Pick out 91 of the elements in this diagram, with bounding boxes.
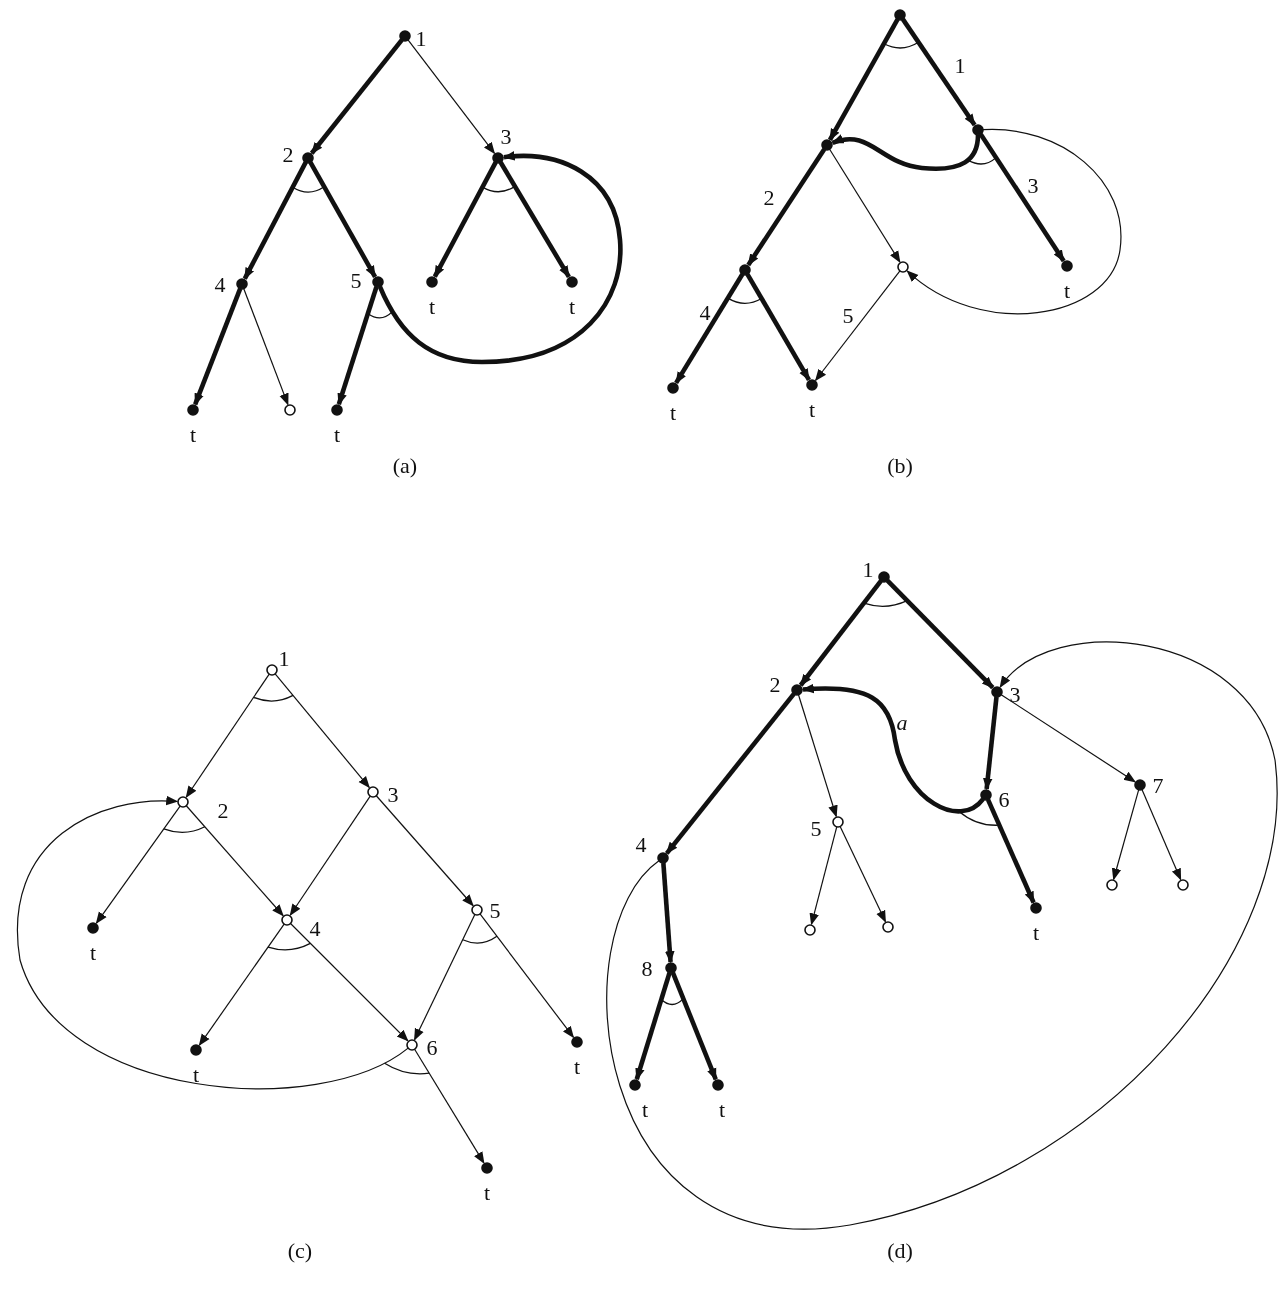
node-label: 2 xyxy=(282,141,294,167)
arrow xyxy=(308,161,378,278)
node-label: t xyxy=(1032,919,1040,945)
arrow xyxy=(274,673,370,789)
node-label: t xyxy=(89,939,97,965)
arrow xyxy=(900,17,977,127)
arrow xyxy=(377,151,623,365)
arrow xyxy=(809,826,838,926)
node-label: t xyxy=(189,421,197,447)
node-label: t xyxy=(1063,277,1071,303)
node-label: t xyxy=(428,293,436,319)
node-label: 5 xyxy=(350,267,362,293)
arrow xyxy=(1141,789,1182,881)
arrow xyxy=(309,38,404,155)
panel-caption: (b) xyxy=(887,452,913,478)
arrow xyxy=(798,579,883,687)
node-label: 7 xyxy=(1152,772,1164,798)
arrow xyxy=(839,825,886,923)
node-label: 4 xyxy=(699,299,711,325)
node-label: t xyxy=(333,421,341,447)
arrow xyxy=(193,287,243,406)
node-label: 6 xyxy=(426,1034,438,1060)
node-label: 3 xyxy=(387,781,399,807)
node-label: t xyxy=(669,399,677,425)
arrow xyxy=(983,696,999,791)
arrow xyxy=(906,129,1122,315)
arrow xyxy=(1000,694,1136,783)
edge-label: a xyxy=(896,709,908,735)
node-label: 2 xyxy=(763,184,775,210)
node-label: 1 xyxy=(278,645,290,671)
arrow xyxy=(885,578,995,690)
arrow xyxy=(674,273,745,385)
node-label: 1 xyxy=(862,556,874,582)
node-label: 3 xyxy=(500,123,512,149)
arrow xyxy=(746,147,827,267)
arrow xyxy=(670,971,718,1081)
node-label: t xyxy=(192,1061,200,1087)
arrow xyxy=(634,972,672,1081)
node-label: 8 xyxy=(641,955,653,981)
arrow xyxy=(336,286,379,406)
arrow xyxy=(375,795,474,907)
arrow xyxy=(498,161,571,279)
node-label: 2 xyxy=(217,797,229,823)
node-label: 2 xyxy=(769,671,781,697)
arrow xyxy=(407,39,496,155)
panel-caption: (d) xyxy=(887,1237,913,1263)
node-label: 3 xyxy=(1027,172,1039,198)
arrow xyxy=(978,132,1066,263)
node-label: 4 xyxy=(309,915,321,941)
node-label: 5 xyxy=(810,815,822,841)
node-label: t xyxy=(808,396,816,422)
arrow xyxy=(801,684,985,814)
arrow xyxy=(414,1048,485,1164)
arrow xyxy=(831,134,981,171)
node-label: 4 xyxy=(635,831,647,857)
arrow xyxy=(414,913,476,1041)
panel-caption: (a) xyxy=(392,452,418,478)
arrow xyxy=(745,273,811,381)
arrow xyxy=(814,270,901,382)
arrow xyxy=(185,805,284,917)
arrow xyxy=(1111,789,1140,881)
arrow xyxy=(797,694,838,818)
arrow xyxy=(95,805,181,925)
node-label: t xyxy=(718,1096,726,1122)
node-label: 1 xyxy=(415,25,427,51)
arrow xyxy=(606,641,1278,1230)
node-label: 5 xyxy=(842,302,854,328)
node-label: 5 xyxy=(489,897,501,923)
arrow xyxy=(829,148,901,263)
node-label: t xyxy=(573,1053,581,1079)
node-label: 6 xyxy=(998,786,1010,812)
node-label: t xyxy=(483,1179,491,1205)
arrow xyxy=(479,913,575,1039)
arrow xyxy=(243,288,289,406)
arrow xyxy=(827,18,900,141)
arrow xyxy=(432,161,498,278)
node-label: t xyxy=(641,1096,649,1122)
node-label: 4 xyxy=(214,271,226,297)
arrow xyxy=(289,922,409,1042)
arrow xyxy=(16,796,409,1089)
arrow xyxy=(242,161,308,280)
arrow xyxy=(198,923,285,1047)
node-label: t xyxy=(568,293,576,319)
arrow xyxy=(661,862,675,964)
arrow xyxy=(289,795,371,916)
node-label: 3 xyxy=(1009,681,1021,707)
arrow xyxy=(985,798,1036,904)
node-label: 1 xyxy=(954,52,966,78)
arrow xyxy=(185,673,270,798)
arrow xyxy=(664,692,796,855)
panel-caption: (c) xyxy=(287,1237,313,1263)
